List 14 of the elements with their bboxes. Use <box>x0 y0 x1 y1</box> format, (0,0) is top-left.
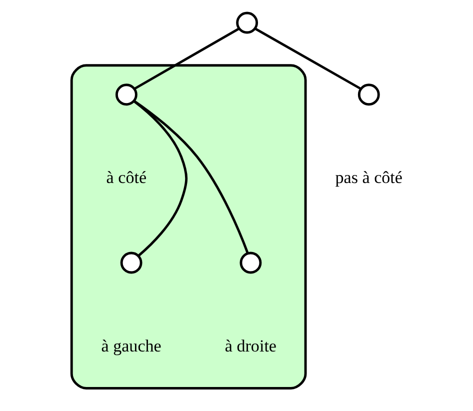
node-circle <box>120 252 142 274</box>
connector <box>133 100 248 254</box>
node-label: à côté <box>106 168 146 188</box>
node-label: pas à côté <box>334 168 402 188</box>
node-label: à droite <box>224 336 276 356</box>
node-circle <box>236 12 258 34</box>
connector <box>133 27 240 90</box>
connector <box>254 27 361 90</box>
connector <box>132 100 188 257</box>
node-circle <box>357 84 380 106</box>
node-circle <box>239 252 262 274</box>
cluster <box>70 64 306 390</box>
node-label: à gauche <box>100 336 161 356</box>
node-circle <box>114 84 137 106</box>
